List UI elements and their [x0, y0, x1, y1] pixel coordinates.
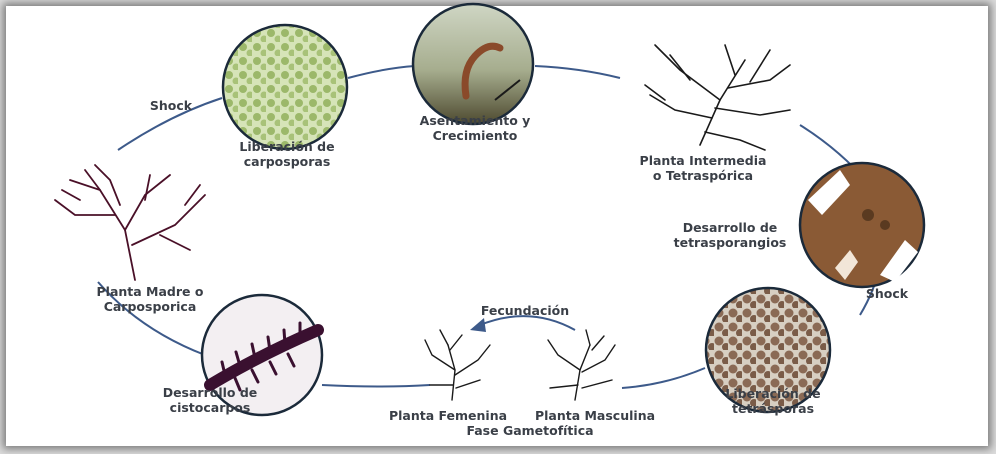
label-shock-right: Shock [862, 286, 912, 301]
arc-liberacion-to-masculina [622, 368, 705, 388]
fecundacion-arrow [470, 316, 575, 332]
planta-femenina-image [425, 330, 490, 400]
planta-intermedia-image [645, 45, 790, 150]
arc-femenina-to-cistocarpos [322, 385, 430, 387]
label-planta-madre: Planta Madre o Carposporica [80, 284, 220, 314]
label-planta-masculina: Planta Masculina [530, 408, 660, 423]
label-desarrollo-tetrasporangios: Desarrollo de tetrasporangios [660, 220, 800, 250]
arc-carpos-to-asent [348, 66, 415, 78]
planta-masculina-image [548, 330, 615, 400]
label-liberacion-carposporas: Liberación de carposporas [222, 139, 352, 169]
arc-asent-to-intermedia [535, 66, 620, 78]
label-fecundacion: Fecundación [470, 303, 580, 318]
planta-madre-image [55, 165, 205, 280]
label-asentamiento: Asentamiento y Crecimiento [405, 113, 545, 143]
tetrasporangios-image [800, 163, 924, 287]
label-shock-left: Shock [146, 98, 196, 113]
label-liberacion-tetrasporas: Liberación de tetrásporas [708, 386, 838, 416]
label-planta-femenina: Planta Femenina [383, 408, 513, 423]
label-planta-intermedia: Planta Intermedia o Tetraspórica [628, 153, 778, 183]
label-fase-gametofitica: Fase Gametofítica [455, 423, 605, 438]
asentamiento-image [413, 4, 533, 124]
carposporas-image [223, 25, 347, 149]
label-desarrollo-cistocarpos: Desarrollo de cistocarpos [150, 385, 270, 415]
